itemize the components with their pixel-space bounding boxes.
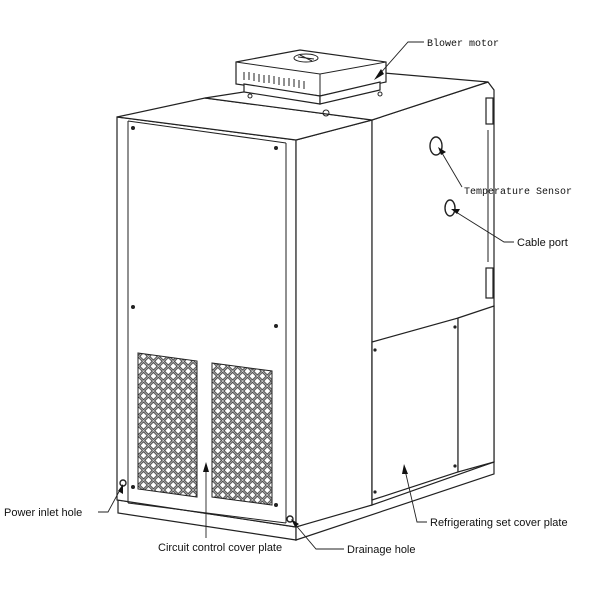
- cable-port-hole: [444, 199, 456, 217]
- refrigerating-cover-plate-right: [457, 305, 495, 473]
- label-temperature-sensor: Temperature Sensor: [464, 187, 572, 198]
- label-refrigerating-set-cover-plate: Refrigerating set cover plate: [430, 517, 568, 529]
- label-blower-motor: Blower motor: [427, 38, 499, 50]
- label-cable-port: Cable port: [517, 237, 568, 249]
- temperature-sensor-port: [429, 136, 443, 156]
- hinge-bottom: [485, 267, 494, 299]
- blower-motor-housing: [235, 49, 387, 105]
- vent-grille-left: [137, 352, 198, 498]
- hinge-top: [485, 97, 494, 125]
- label-power-inlet-hole: Power inlet hole: [4, 507, 82, 519]
- cabinet: [116, 71, 495, 541]
- refrigerating-cover-plate: [371, 317, 459, 501]
- callouts: Blower motor Temperature Sensor Cable po…: [4, 38, 572, 556]
- vent-grille-right: [211, 362, 273, 506]
- label-circuit-control-cover-plate: Circuit control cover plate: [158, 542, 282, 554]
- drainage-hole: [286, 515, 294, 523]
- label-drainage-hole: Drainage hole: [347, 544, 416, 556]
- side-pillar: [295, 119, 373, 528]
